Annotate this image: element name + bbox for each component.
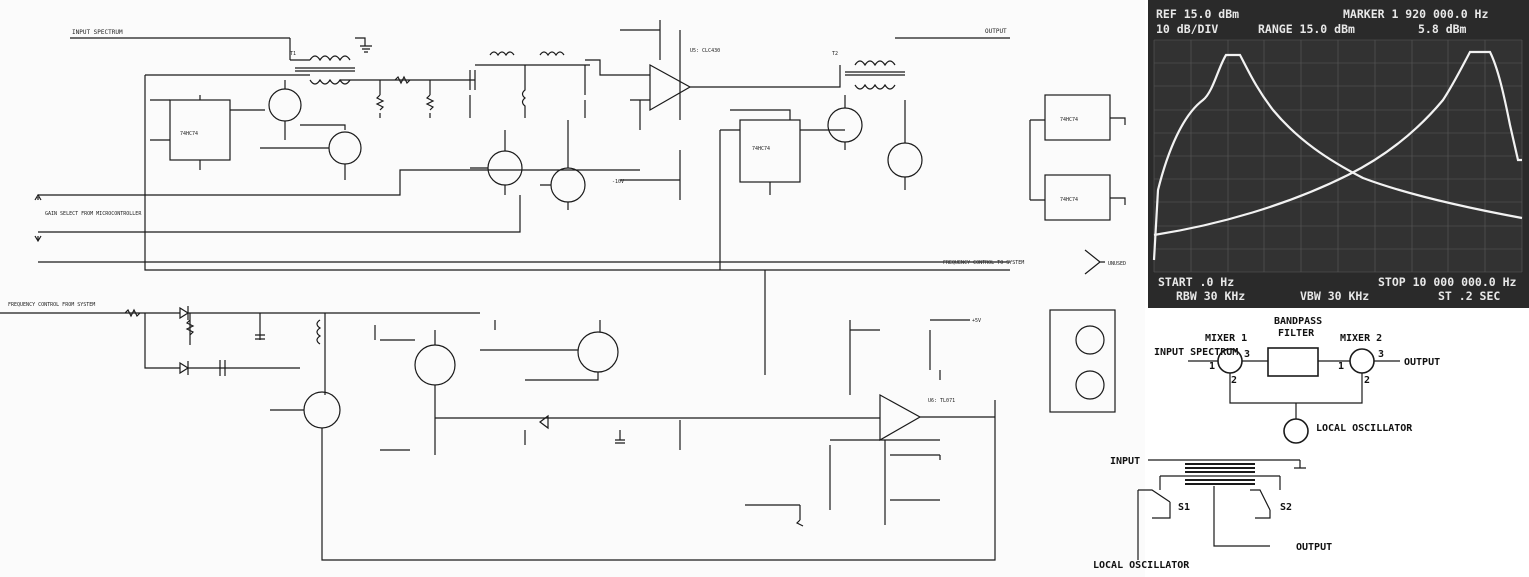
- spare-u2-chip-label: 74HC74: [1060, 197, 1078, 203]
- local-oscillator-symbol: [1283, 418, 1309, 444]
- spectrum-screen: REF 15.0 dBm MARKER 1 920 000.0 Hz 10 dB…: [1148, 0, 1529, 308]
- u2-chip-label: 74HC74: [180, 131, 198, 137]
- switch-s2-label: S2: [1280, 502, 1292, 513]
- bandpass-label-2: FILTER: [1278, 328, 1315, 339]
- t1-label: T1: [290, 51, 296, 57]
- schematic-input-label: INPUT SPECTRUM: [72, 29, 123, 36]
- spectrum-scale: 10 dB/DIV: [1156, 22, 1218, 36]
- opamp-u6: [879, 393, 922, 442]
- spectrum-sweep: ST .2 SEC: [1438, 289, 1500, 303]
- block-p2-right: 3: [1378, 349, 1384, 360]
- block-output-label: OUTPUT: [1404, 357, 1440, 368]
- spectrum-marker-level: 5.8 dBm: [1418, 22, 1467, 36]
- mixer-2-symbol: [1349, 348, 1375, 374]
- block-p1-left: 1: [1209, 361, 1215, 372]
- u5-label: U5: CLC430: [690, 48, 720, 54]
- gain-select-label: GAIN SELECT FROM MICROCONTROLLER: [45, 211, 142, 217]
- schematic-output-label: OUTPUT: [985, 28, 1007, 35]
- supply-neg: -10V: [612, 179, 624, 185]
- spectrum-stop: STOP 10 000 000.0 Hz: [1378, 275, 1517, 289]
- spectrum-ref: REF 15.0 dBm: [1156, 7, 1239, 21]
- mixer-block-diagram: INPUT SPECTRUM 1 MIXER 1 3 2 BANDPASS FI…: [1154, 316, 1440, 444]
- freq-control-out-label: FREQUENCY CONTROL TO SYSTEM: [943, 260, 1024, 266]
- switch-lo-label: LOCAL OSCILLATOR: [1093, 560, 1190, 571]
- block-p1-bottom: 2: [1231, 375, 1237, 386]
- unused-label: UNUSED: [1108, 261, 1126, 267]
- spectrum-vbw: VBW 30 KHz: [1300, 289, 1369, 303]
- spectrum-range: RANGE 15.0 dBm: [1258, 22, 1355, 36]
- block-lo-label: LOCAL OSCILLATOR: [1316, 423, 1413, 434]
- switch-s1-label: S1: [1178, 502, 1190, 513]
- supply-pos: +5V: [972, 318, 981, 324]
- block-p1-right: 3: [1244, 349, 1250, 360]
- spare-transistor-pack: [1049, 309, 1116, 413]
- spectrum-analyzer-display: REF 15.0 dBm MARKER 1 920 000.0 Hz 10 dB…: [1148, 0, 1529, 308]
- mixer-1-label: MIXER 1: [1205, 333, 1247, 344]
- u4-chip-label: 74HC74: [752, 146, 770, 152]
- block-p2-bottom: 2: [1364, 375, 1370, 386]
- spectrum-marker: MARKER 1 920 000.0 Hz: [1343, 7, 1488, 21]
- opamp-u3: [649, 63, 692, 112]
- switch-diagram: INPUT S1 S2 OUTPUT LOCAL OSCILLATOR: [1093, 456, 1332, 571]
- u6-label: U6: TL071: [928, 398, 955, 404]
- t2-label: T2: [832, 51, 838, 57]
- freq-control-in-label: FREQUENCY CONTROL FROM SYSTEM: [8, 302, 95, 308]
- spectrum-start: START .0 Hz: [1158, 275, 1234, 289]
- spectrum-trace-2: [1153, 50, 1522, 237]
- bandpass-label-1: BANDPASS: [1274, 316, 1322, 327]
- bandpass-filter-box: [1267, 347, 1319, 377]
- spectrum-rbw: RBW 30 KHz: [1176, 289, 1245, 303]
- mixer-2-label: MIXER 2: [1340, 333, 1382, 344]
- switch-output-label: OUTPUT: [1296, 542, 1332, 553]
- block-input-label: INPUT SPECTRUM: [1154, 347, 1238, 358]
- switch-input-label: INPUT: [1110, 456, 1140, 467]
- circuit-schematic: INPUT SPECTRUM T1 74HC74 U5: CLC430 -10V…: [0, 20, 1127, 561]
- block-p2-left: 1: [1338, 361, 1344, 372]
- spare-u1-chip-label: 74HC74: [1060, 117, 1078, 123]
- spectrum-trace-1: [1152, 53, 1523, 261]
